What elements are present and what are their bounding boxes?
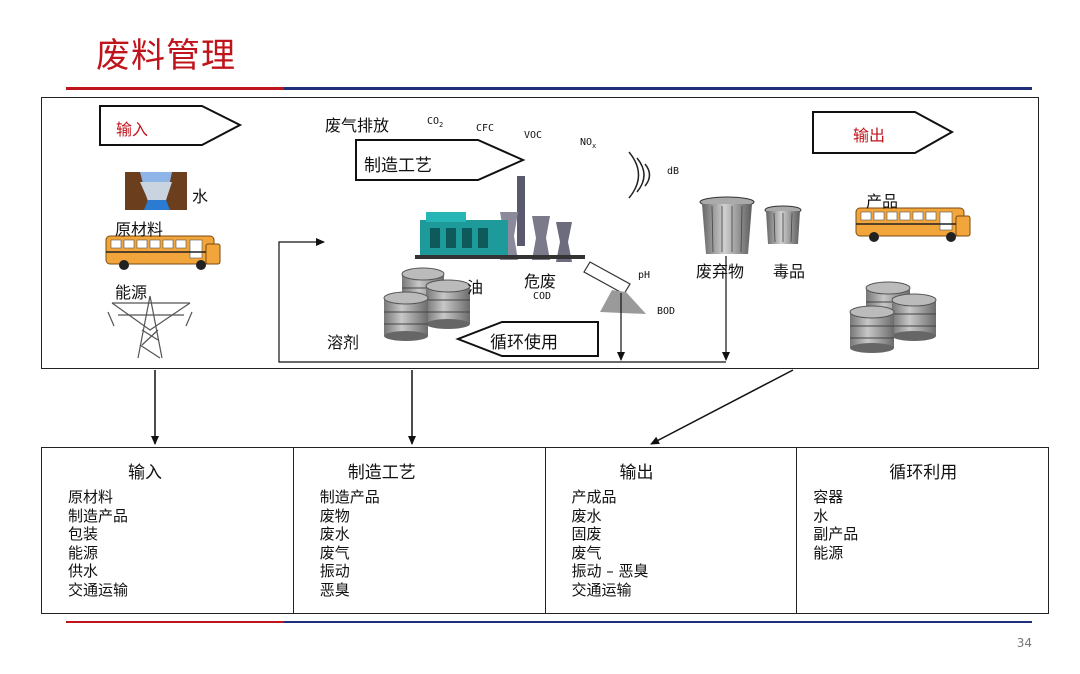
process-arrow-shape: [355, 139, 526, 181]
footer-rule-blue: [284, 621, 1032, 623]
cfc-label: CFC: [476, 123, 495, 134]
recycle-loop-lines: [278, 238, 730, 363]
recycle-arrow-label: 循环使用: [490, 333, 558, 353]
column-header: 输入: [128, 463, 162, 483]
trash-can-icon: [699, 196, 755, 254]
output-arrow-label: 输出: [853, 126, 886, 145]
energy-label: 能源: [115, 283, 148, 302]
table-column-output: 输出 产成品 废水 固废 废气 振动 – 恶臭 交通运输: [546, 448, 798, 613]
factory-icon: [415, 176, 585, 262]
list-item: 固废: [571, 525, 602, 543]
table-column-input: 输入 原材料 制造产品 包装 能源 供水 交通运输: [42, 448, 294, 613]
list-item: 振动 – 恶臭: [571, 562, 649, 580]
list-item: 制造产品: [319, 488, 380, 506]
bod-label: BOD: [657, 306, 676, 317]
list-item: 制造产品: [68, 506, 129, 525]
list-item: 容器: [813, 488, 844, 506]
table-column-process: 制造工艺 制造产品 废物 废水 废气 振动 恶臭: [294, 448, 546, 613]
list-item: 能源: [813, 543, 844, 562]
connector-arrows: [151, 369, 794, 445]
waste-label: 废弃物: [696, 262, 745, 281]
ph-label: pH: [638, 270, 651, 281]
column-list: 制造产品 废物 废水 废气 振动 恶臭: [320, 488, 380, 599]
dam-icon: [125, 172, 187, 210]
page-number: 34: [1016, 636, 1032, 650]
list-item: 副产品: [813, 525, 859, 543]
list-item: 废物: [319, 506, 350, 525]
list-item: 废气: [571, 543, 602, 562]
list-item: 废水: [319, 525, 350, 543]
db-label: dB: [667, 166, 680, 177]
nox-label: NOx: [580, 137, 597, 150]
footer-rule-red: [66, 621, 284, 623]
cod-label: COD: [533, 291, 552, 302]
table-column-recycle: 循环利用 容器 水 副产品 能源: [797, 448, 1048, 613]
product-bus-icon: [855, 207, 971, 242]
recycle-arrow-shape: [455, 321, 599, 357]
column-list: 容器 水 副产品 能源: [813, 488, 858, 562]
process-arrow-label: 制造工艺: [364, 156, 432, 176]
pylon-icon: [107, 295, 193, 359]
raw-material-label: 原材料: [115, 220, 164, 239]
hazardous-label: 危废: [524, 272, 557, 291]
toxic-label: 毒品: [773, 262, 806, 281]
list-item: 废气: [319, 543, 350, 562]
list-item: 恶臭: [319, 580, 350, 599]
product-label: 产品: [866, 192, 899, 211]
sound-waves-icon: [628, 151, 651, 199]
column-header: 制造工艺: [347, 463, 416, 483]
discharge-pipe-icon: [583, 261, 646, 314]
column-header: 循环利用: [889, 463, 958, 483]
water-label: 水: [192, 187, 209, 206]
co2-label: CO2: [427, 116, 444, 129]
list-item: 供水: [68, 562, 99, 580]
list-item: 交通运输: [68, 580, 129, 599]
oil-label: 油: [467, 278, 484, 297]
column-list: 产成品 废水 固废 废气 振动 – 恶臭 交通运输: [572, 488, 649, 599]
emissions-label: 废气排放: [325, 116, 390, 135]
list-item: 交通运输: [571, 580, 632, 599]
solvent-label: 溶剂: [327, 333, 360, 352]
list-item: 水: [813, 506, 829, 525]
list-item: 包装: [68, 525, 99, 543]
list-item: 原材料: [68, 488, 114, 506]
process-diagram: [41, 97, 1039, 369]
title-rule-blue: [284, 87, 1032, 90]
toxic-can-icon: [764, 205, 802, 244]
voc-label: VOC: [524, 130, 543, 141]
list-item: 能源: [68, 543, 99, 562]
column-list: 原材料 制造产品 包装 能源 供水 交通运输: [68, 488, 128, 599]
bus-icon: [105, 235, 221, 270]
output-arrow-shape: [812, 111, 955, 154]
list-item: 振动: [319, 562, 350, 580]
input-arrow-label: 输入: [116, 120, 149, 139]
list-item: 废水: [571, 506, 602, 525]
oil-drums-icon: [383, 267, 471, 341]
list-item: 产成品: [571, 488, 617, 506]
title-rule-red: [66, 87, 284, 90]
product-drums-icon: [849, 281, 937, 353]
input-arrow-shape: [99, 105, 243, 146]
summary-table: 输入 原材料 制造产品 包装 能源 供水 交通运输 制造工艺 制造产品 废物 废…: [41, 447, 1049, 614]
page-title: 废料管理: [96, 36, 236, 76]
column-header: 输出: [619, 463, 654, 483]
